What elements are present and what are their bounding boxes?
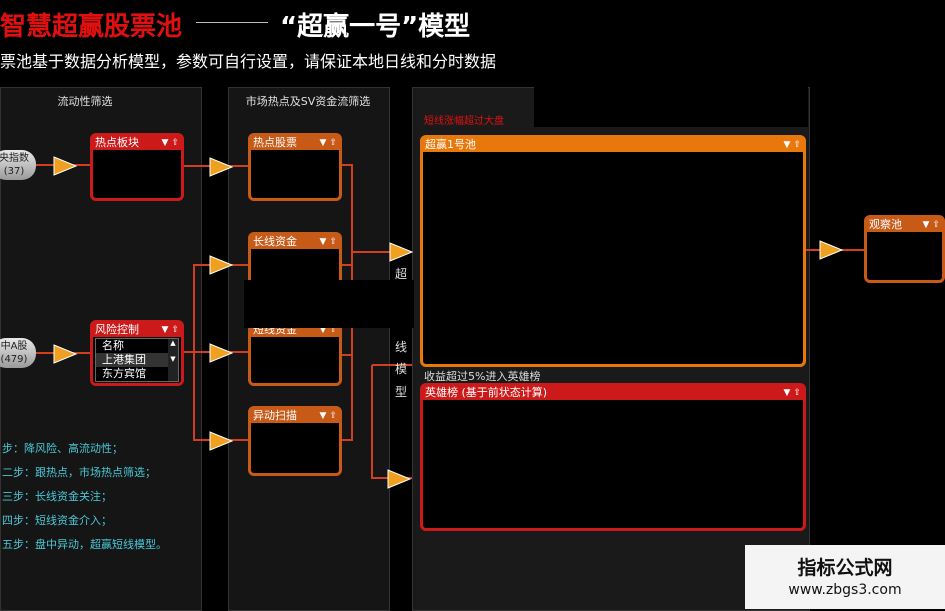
source-index-label: 央指数 bbox=[0, 153, 29, 164]
dropdown-icon[interactable]: ▼ bbox=[161, 325, 169, 335]
dropdown-icon[interactable]: ▼ bbox=[319, 411, 327, 421]
risk-list-header: 名称 bbox=[102, 339, 124, 352]
node-hero-list-title: 英雄榜 (基于前状态计算) bbox=[425, 386, 548, 399]
source-index-pill[interactable]: 央指数 (37) bbox=[0, 150, 36, 180]
node-anomaly-scan-title: 异动扫描 bbox=[253, 409, 297, 422]
app-title: 智慧超赢股票池 bbox=[0, 12, 183, 42]
model-vertical-char: 模 bbox=[394, 362, 407, 376]
step-list: 步：降风险、高流动性； 二步：跟热点，市场热点筛选； 三步：长线资金关注； 四步… bbox=[2, 437, 167, 557]
node-long-funds-title: 长线资金 bbox=[253, 235, 297, 248]
step-item: 四步：短线资金介入； bbox=[2, 514, 112, 527]
collapse-icon[interactable]: ⇧ bbox=[329, 325, 337, 335]
node-hot-sector[interactable]: 热点板块 ▼⇧ bbox=[90, 133, 184, 201]
collapse-icon[interactable]: ⇧ bbox=[171, 325, 179, 335]
model-title: “超赢一号”模型 bbox=[280, 12, 471, 42]
source-a-share-label: 中A股 bbox=[0, 341, 28, 352]
node-watch-pool[interactable]: 观察池 ▼⇧ bbox=[864, 215, 945, 283]
dropdown-icon[interactable]: ▼ bbox=[922, 220, 930, 230]
dropdown-icon[interactable]: ▼ bbox=[319, 325, 327, 335]
model-vertical-char: 线 bbox=[394, 340, 407, 354]
watermark-box: 指标公式网 www.zbgs3.com bbox=[745, 545, 945, 609]
watermark-url: www.zbgs3.com bbox=[788, 582, 902, 598]
watermark-name: 指标公式网 bbox=[797, 557, 893, 579]
source-index-count: (37) bbox=[3, 166, 25, 177]
redaction-block bbox=[244, 280, 414, 328]
collapse-icon[interactable]: ⇧ bbox=[171, 138, 179, 148]
dropdown-icon[interactable]: ▼ bbox=[161, 138, 169, 148]
title-divider bbox=[196, 22, 268, 23]
collapse-icon[interactable]: ⇧ bbox=[793, 388, 801, 398]
redaction-block-top bbox=[534, 87, 808, 127]
node-pool1-title: 超赢1号池 bbox=[425, 138, 476, 151]
model-vertical-char: 型 bbox=[394, 385, 407, 399]
node-hot-stocks[interactable]: 热点股票 ▼⇧ bbox=[248, 133, 342, 201]
node-hero-list[interactable]: 英雄榜 (基于前状态计算) ▼⇧ bbox=[420, 383, 806, 531]
collapse-icon[interactable]: ⇧ bbox=[793, 140, 801, 150]
hero-note: 收益超过5%进入英雄榜 bbox=[424, 370, 541, 383]
step-item: 步：降风险、高流动性； bbox=[2, 442, 123, 455]
model-vertical-char: 超 bbox=[394, 267, 407, 281]
collapse-icon[interactable]: ⇧ bbox=[329, 411, 337, 421]
node-watch-pool-title: 观察池 bbox=[869, 218, 902, 231]
dropdown-icon[interactable]: ▼ bbox=[319, 138, 327, 148]
node-short-funds[interactable]: 短线资金 ▼⇧ bbox=[248, 320, 342, 386]
collapse-icon[interactable]: ⇧ bbox=[329, 237, 337, 247]
page-subtitle: 票池基于数据分析模型，参数可自行设置，请保证本地日线和分时数据 bbox=[0, 52, 497, 71]
node-hot-stocks-title: 热点股票 bbox=[253, 136, 297, 149]
source-a-share-count: (479) bbox=[0, 354, 28, 365]
node-risk-control[interactable]: 风险控制 ▼⇧ 名称 上港集团 东方宾馆 ▲▼ bbox=[90, 320, 184, 386]
column-header-liquidity: 流动性筛选 bbox=[57, 95, 113, 108]
column-header-market-hot: 市场热点及SV资金流筛选 bbox=[245, 95, 371, 108]
node-anomaly-scan[interactable]: 异动扫描 ▼⇧ bbox=[248, 406, 342, 476]
list-item[interactable]: 上港集团 bbox=[96, 353, 178, 367]
step-item: 五步：盘中异动，超赢短线模型。 bbox=[2, 538, 167, 551]
node-risk-control-title: 风险控制 bbox=[95, 323, 139, 336]
source-a-share-pill[interactable]: 中A股 (479) bbox=[0, 338, 36, 368]
scrollbar[interactable]: ▲▼ bbox=[168, 339, 178, 381]
step-item: 三步：长线资金关注； bbox=[2, 490, 112, 503]
risk-list[interactable]: 名称 上港集团 东方宾馆 ▲▼ bbox=[95, 338, 179, 382]
dropdown-icon[interactable]: ▼ bbox=[783, 388, 791, 398]
dropdown-icon[interactable]: ▼ bbox=[783, 140, 791, 150]
pool-note: 短线涨幅超过大盘 bbox=[424, 116, 504, 127]
dropdown-icon[interactable]: ▼ bbox=[319, 237, 327, 247]
collapse-icon[interactable]: ⇧ bbox=[932, 220, 940, 230]
step-item: 二步：跟热点，市场热点筛选； bbox=[2, 466, 156, 479]
collapse-icon[interactable]: ⇧ bbox=[329, 138, 337, 148]
node-hot-sector-title: 热点板块 bbox=[95, 136, 139, 149]
node-pool1[interactable]: 超赢1号池 ▼⇧ bbox=[420, 135, 806, 367]
list-item[interactable]: 东方宾馆 bbox=[102, 367, 146, 380]
